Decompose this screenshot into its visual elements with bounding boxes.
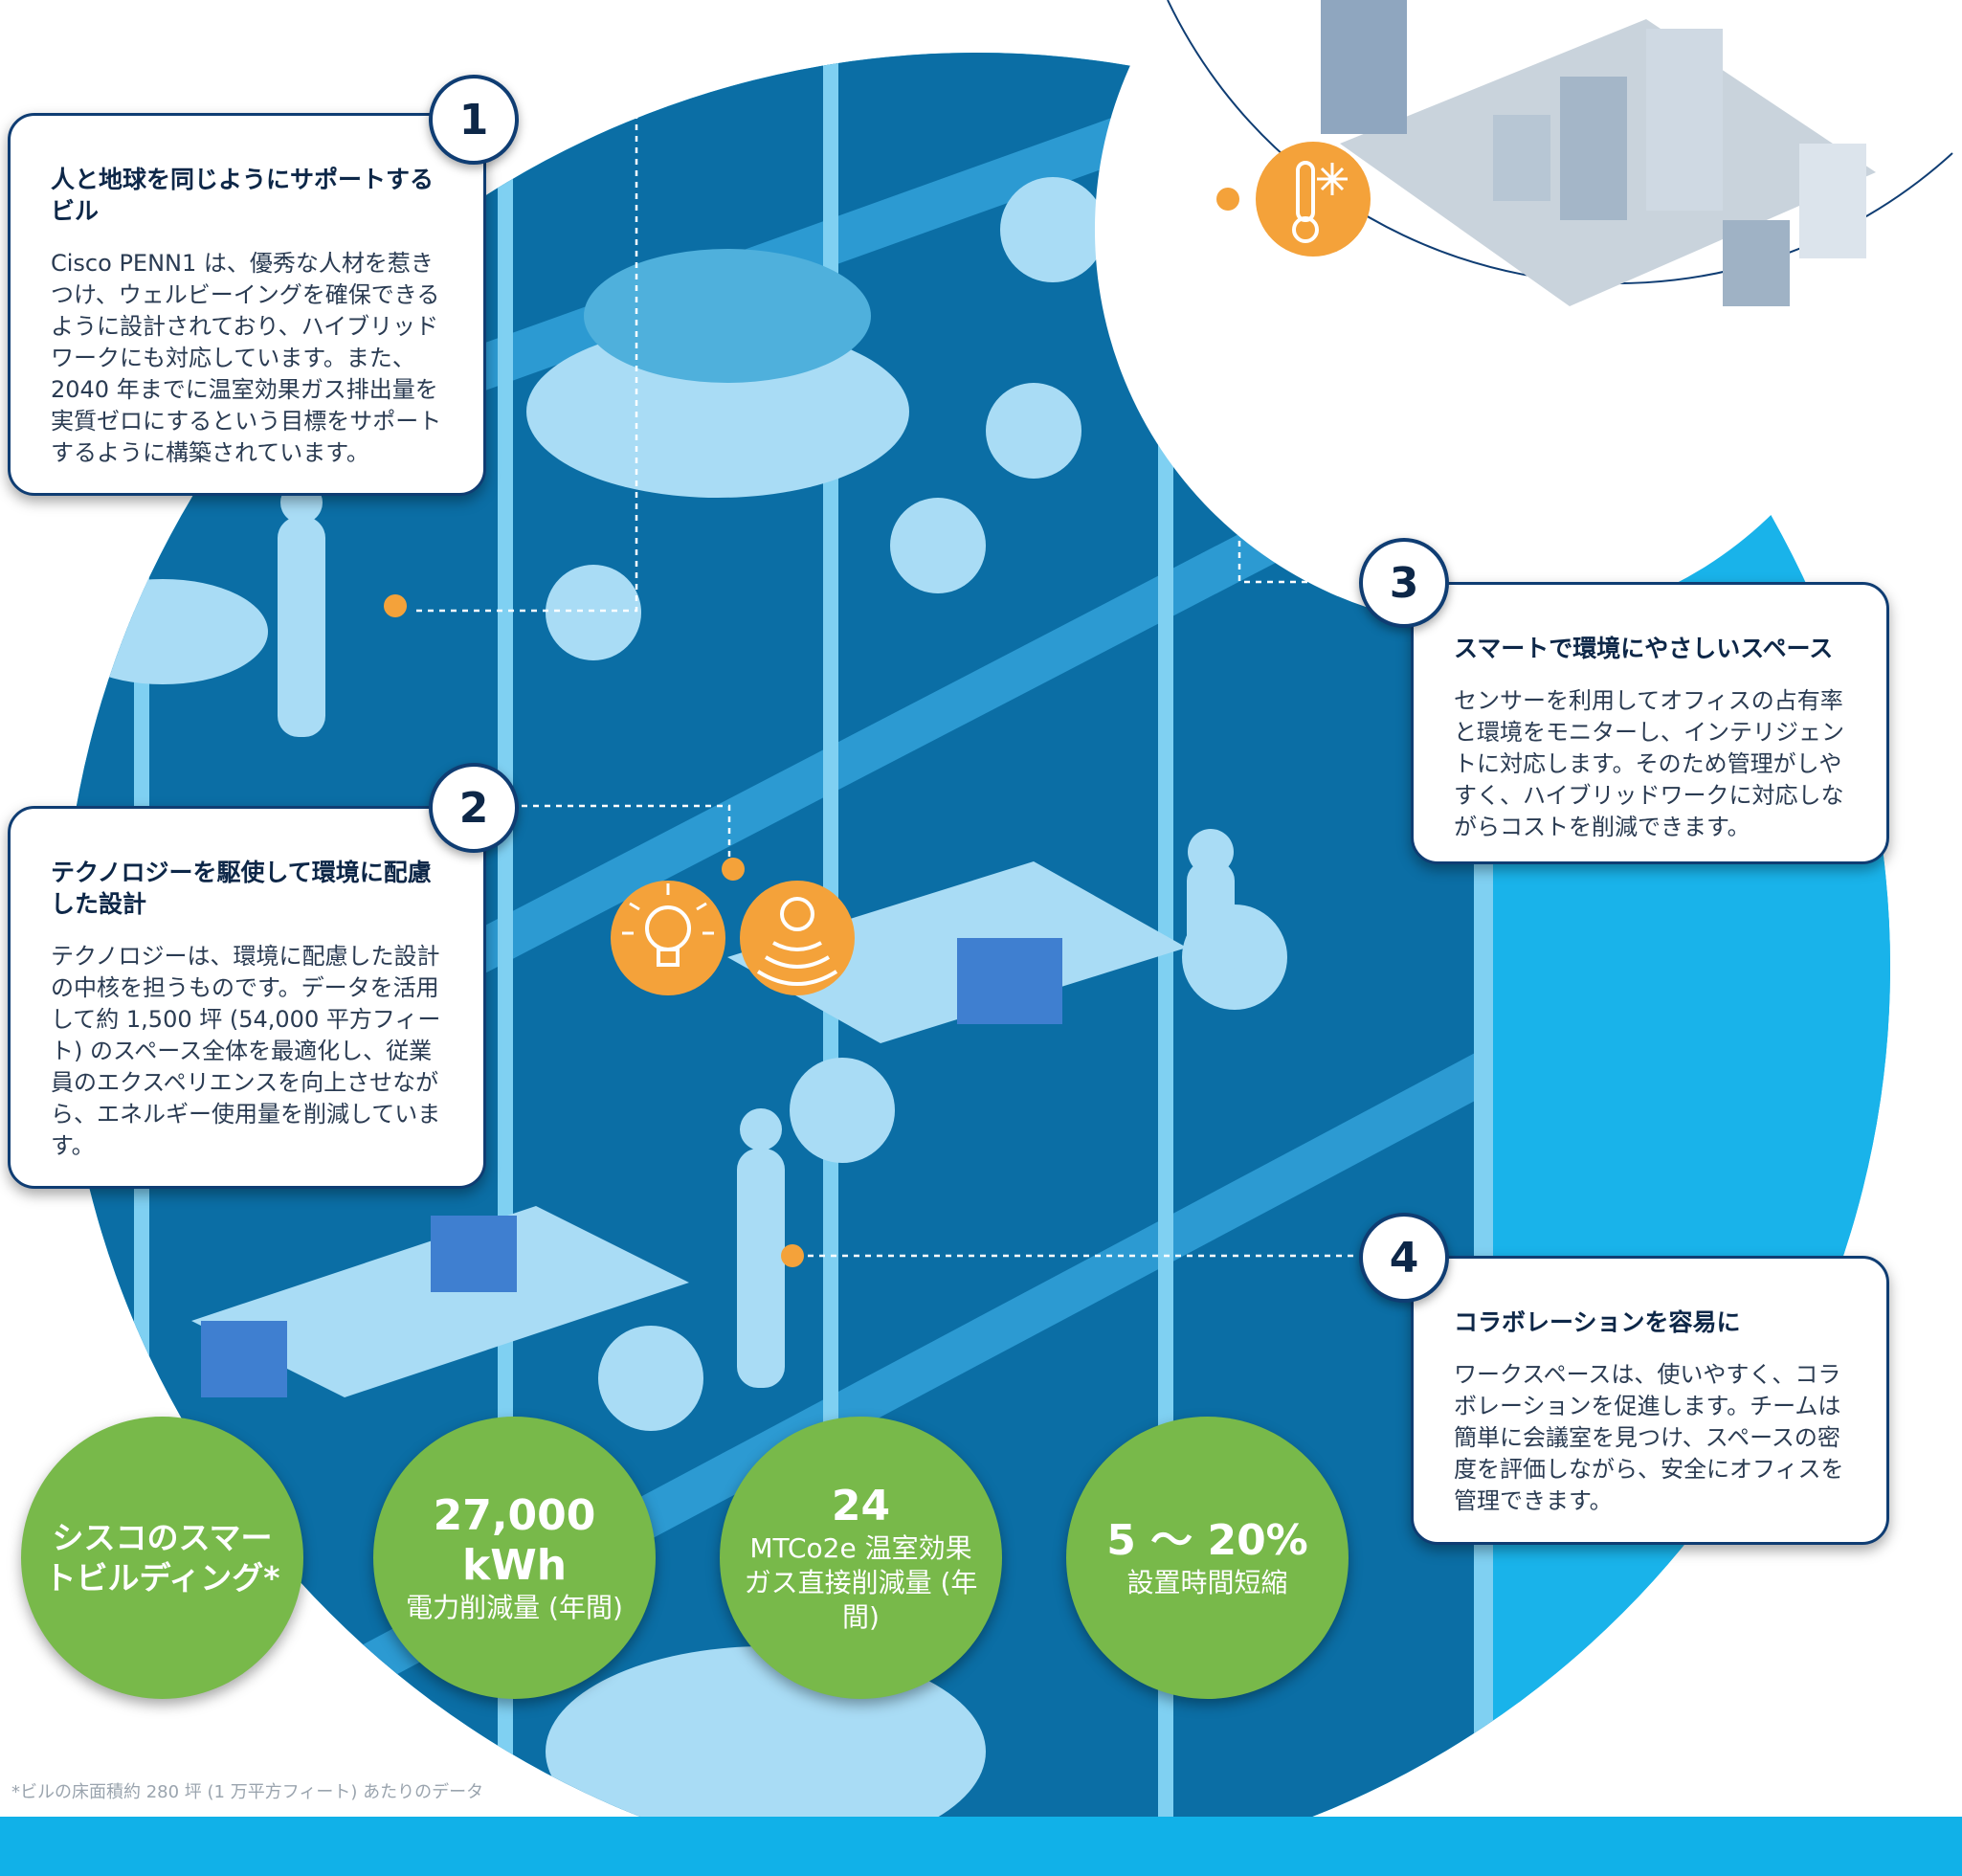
hotspot-dot [1216, 188, 1239, 211]
tower [1493, 115, 1550, 201]
stat-label: MTCo2e 温室効果ガス直接削減量 (年間) [744, 1531, 978, 1633]
workstation-desk [191, 1206, 689, 1397]
tower [1646, 29, 1723, 211]
card-body: Cisco PENN1 は、優秀な人材を惹きつけ、ウェルビーイングを確保できるよ… [51, 250, 442, 466]
chair [546, 565, 641, 660]
chair [986, 383, 1081, 479]
side-table [62, 579, 268, 684]
hotspot-dot [781, 1244, 804, 1267]
tower [1560, 77, 1627, 220]
step-badge-3: 3 [1359, 538, 1449, 628]
connector-line-3 [1237, 199, 1353, 584]
meeting-table [546, 1646, 986, 1857]
card-body: センサーを利用してオフィスの占有率と環境をモニターし、インテリジェントに対応しま… [1454, 687, 1844, 840]
footnote: *ビルの床面積約 280 坪 (1 万平方フィート) あたりのデータ [11, 1782, 484, 1802]
stat-value: 24 [831, 1481, 891, 1530]
card-body: ワークスペースは、使いやすく、コラボレーションを促進します。チームは簡単に会議室… [1454, 1361, 1844, 1514]
tower [1799, 144, 1866, 258]
card-title: 人と地球を同じようにサポートするビル [51, 166, 435, 225]
planter [584, 249, 871, 383]
stat-value: 5 〜 20% [1106, 1515, 1308, 1565]
bottom-band [0, 1817, 1962, 1876]
lightbulb-icon [611, 881, 725, 995]
card-title: コラボレーションを容易に [1454, 1308, 1741, 1336]
step-badge-4: 4 [1359, 1213, 1449, 1303]
info-card-4: コラボレーションを容易に ワークスペースは、使いやすく、コラボレーションを促進し… [1411, 1256, 1889, 1545]
chair [1000, 177, 1105, 282]
person-figure [737, 1149, 785, 1388]
chair [598, 1326, 703, 1431]
stat-circle-energy: 27,000 kWh 電力削減量 (年間) [373, 1417, 656, 1699]
chair [890, 498, 986, 593]
info-card-3: スマートで環境にやさしいスペース センサーを利用してオフィスの占有率と環境をモニ… [1411, 582, 1889, 864]
mullion [1158, 53, 1173, 1876]
step-badge-1: 1 [429, 75, 519, 165]
hotspot-dot [722, 858, 745, 881]
stat-label: 電力削減量 (年間) [406, 1591, 623, 1623]
card-title: テクノロジーを駆使して環境に配慮した設計 [51, 859, 432, 918]
stat-circle-install: 5 〜 20% 設置時間短縮 [1066, 1417, 1349, 1699]
person-figure [278, 517, 325, 737]
card-body: テクノロジーは、環境に配慮した設計の中核を担うものです。データを活用して約 1,… [51, 943, 441, 1159]
tower [1321, 0, 1407, 134]
info-card-2: テクノロジーを駆使して環境に配慮した設計 テクノロジーは、環境に配慮した設計の中… [8, 806, 486, 1189]
stat-circle-emissions: 24 MTCo2e 温室効果ガス直接削減量 (年間) [720, 1417, 1002, 1699]
monitor [957, 938, 1062, 1024]
monitor [201, 1321, 287, 1397]
stat-label: 設置時間短縮 [1126, 1566, 1288, 1598]
stat-circle-title: シスコのスマートビルディング* [21, 1417, 303, 1699]
connector-line-1 [413, 111, 638, 613]
chair [790, 1058, 895, 1163]
card-title: スマートで環境にやさしいスペース [1454, 635, 1834, 662]
tower [1723, 220, 1790, 306]
motion-sensor-icon [740, 881, 855, 995]
hotspot-dot [384, 594, 407, 617]
thermometer-snowflake-icon [1256, 142, 1371, 257]
step-badge-2: 2 [429, 763, 519, 853]
stat-value: 27,000 kWh [433, 1490, 596, 1590]
connector-line-2 [522, 804, 731, 869]
monitor [431, 1216, 517, 1292]
info-card-1: 人と地球を同じようにサポートするビル Cisco PENN1 は、優秀な人材を惹… [8, 113, 486, 496]
stat-lead: シスコのスマートビルディング* [44, 1518, 280, 1597]
person-figure [1187, 861, 1235, 986]
